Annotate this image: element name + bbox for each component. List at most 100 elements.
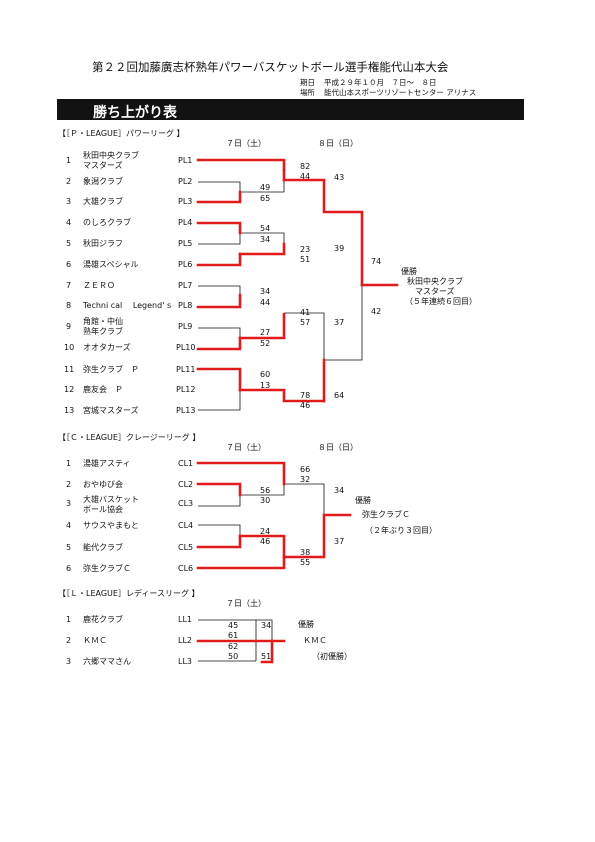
l-team-name: 六郷ママさん xyxy=(83,657,131,666)
score: 57 xyxy=(300,318,311,327)
score: 39 xyxy=(334,244,345,253)
score: 66 xyxy=(300,465,311,474)
p-team-name: Techni cal Legend' s xyxy=(83,301,172,310)
c-team-no: 5 xyxy=(66,543,72,552)
c-team-name: おやゆび会 xyxy=(83,480,123,489)
score: 43 xyxy=(334,173,345,182)
bracket-banner: 勝ち上がり表 xyxy=(57,99,524,121)
p-team-code: PL5 xyxy=(178,239,193,248)
c-team-name: 湯雄アスティ xyxy=(83,459,131,468)
l-team-code: LL1 xyxy=(178,615,193,624)
score: 49 xyxy=(260,183,271,192)
p-team-no: 2 xyxy=(66,177,72,186)
p-team-code: PL10 xyxy=(176,343,196,352)
p-team-name: 弥生クラブ Ｐ xyxy=(83,365,139,374)
c-bracket-winner xyxy=(196,461,352,570)
c-team-name-line2: ボール協会 xyxy=(83,505,123,514)
score: 24 xyxy=(260,527,271,536)
score: 54 xyxy=(260,224,271,233)
p-team-code: PL7 xyxy=(178,281,193,290)
p-team-name: 秋田ジラフ xyxy=(83,239,123,248)
page-title: 第２２回加藤廣志杯熟年パワーバスケットボール選手権能代山本大会 xyxy=(92,60,449,74)
p-team-no: 11 xyxy=(64,365,75,374)
score: 60 xyxy=(260,370,271,379)
p-team-no: 8 xyxy=(66,301,72,310)
p-team-name: 大雄クラブ xyxy=(83,197,123,206)
p-day1-label: ７日（土） xyxy=(226,139,266,148)
l-bracket xyxy=(196,619,286,664)
p-champion-name: 秋田中央クラブ xyxy=(407,277,463,286)
p-team-no: 6 xyxy=(66,260,72,269)
score: 61 xyxy=(228,631,239,640)
p-team-code: PL1 xyxy=(178,156,193,165)
venue-value: 能代山本スポーツリゾートセンター アリナス xyxy=(324,88,477,97)
c-team-name: サウスやまもと xyxy=(83,521,139,530)
p-team-code: PL4 xyxy=(178,218,193,227)
date-label: 期日 xyxy=(300,78,315,87)
p-champion-note: （５年連続６回目） xyxy=(405,297,477,306)
p-team-code: PL6 xyxy=(178,260,193,269)
score: 82 xyxy=(300,162,311,171)
score: 56 xyxy=(260,486,271,495)
l-team-no: 1 xyxy=(66,615,72,624)
l-team-name: ＫＭＣ xyxy=(83,636,107,645)
c-team-code: CL5 xyxy=(178,543,194,552)
p-team-name: オオタカーズ xyxy=(83,343,131,352)
c-team-name: 大雄バスケット xyxy=(83,495,139,504)
p-team-name: 角館・中仙 xyxy=(83,317,123,326)
score: 46 xyxy=(260,537,271,546)
p-team-no: 13 xyxy=(64,406,75,415)
p-day2-label: ８日（日） xyxy=(318,139,358,148)
p-team-name: 象潟クラブ xyxy=(83,177,123,186)
score: 50 xyxy=(228,652,239,661)
score: 78 xyxy=(300,391,311,400)
score: 51 xyxy=(261,652,272,661)
c-bracket-black xyxy=(198,483,325,536)
p-team-no: 4 xyxy=(66,218,72,227)
p-team-code: PL8 xyxy=(178,301,193,310)
score: 65 xyxy=(260,194,271,203)
p-team-name: 鹿友会 Ｐ xyxy=(83,385,123,394)
c-team-name: 弥生クラブＣ xyxy=(83,564,131,573)
score: 44 xyxy=(260,298,271,307)
score: 51 xyxy=(300,255,311,264)
score: 23 xyxy=(300,245,311,254)
score: 41 xyxy=(300,308,311,317)
p-champion-name-line2: マスターズ xyxy=(415,287,455,296)
p-team-no: 5 xyxy=(66,239,72,248)
l-day1-label: ７日（土） xyxy=(226,599,266,608)
l-team-no: 2 xyxy=(66,636,72,645)
c-team-no: 3 xyxy=(66,499,72,508)
score: 62 xyxy=(228,642,239,651)
p-team-code: PL2 xyxy=(178,177,193,186)
p-team-name: 湯雄スペシャル xyxy=(83,260,139,269)
p-team-no: 1 xyxy=(66,156,72,165)
score: 46 xyxy=(300,401,311,410)
c-team-no: 6 xyxy=(66,564,72,573)
l-team-code: LL3 xyxy=(178,657,193,666)
p-bracket-winner xyxy=(196,158,399,403)
score: 38 xyxy=(300,548,311,557)
p-team-name-line2: マスターズ xyxy=(83,161,123,170)
p-team-no: 3 xyxy=(66,197,72,206)
p-team-no: 12 xyxy=(64,385,75,394)
p-team-code: PL3 xyxy=(178,197,193,206)
p-team-name: 宮城マスターズ xyxy=(83,406,139,415)
c-league-heading: 【［Ｃ・LEAGUE］クレージーリーグ 】 xyxy=(58,433,201,442)
c-team-code: CL4 xyxy=(178,521,194,530)
l-champion-name: ＫＭＣ xyxy=(303,636,327,645)
p-team-code: PL11 xyxy=(176,365,196,374)
p-team-name: のしろクラブ xyxy=(83,218,131,227)
banner-title: 勝ち上がり表 xyxy=(93,105,177,121)
l-champion-label: 優勝 xyxy=(298,620,314,629)
score: 74 xyxy=(371,257,382,266)
p-team-no: 7 xyxy=(66,281,72,290)
p-team-code: PL12 xyxy=(176,385,196,394)
score: 34 xyxy=(261,621,272,630)
l-champion-note: （初優勝） xyxy=(312,652,352,661)
score: 64 xyxy=(334,391,345,400)
c-team-no: 4 xyxy=(66,521,72,530)
c-day2-label: ８日（日） xyxy=(318,443,358,452)
c-team-code: CL2 xyxy=(178,480,194,489)
